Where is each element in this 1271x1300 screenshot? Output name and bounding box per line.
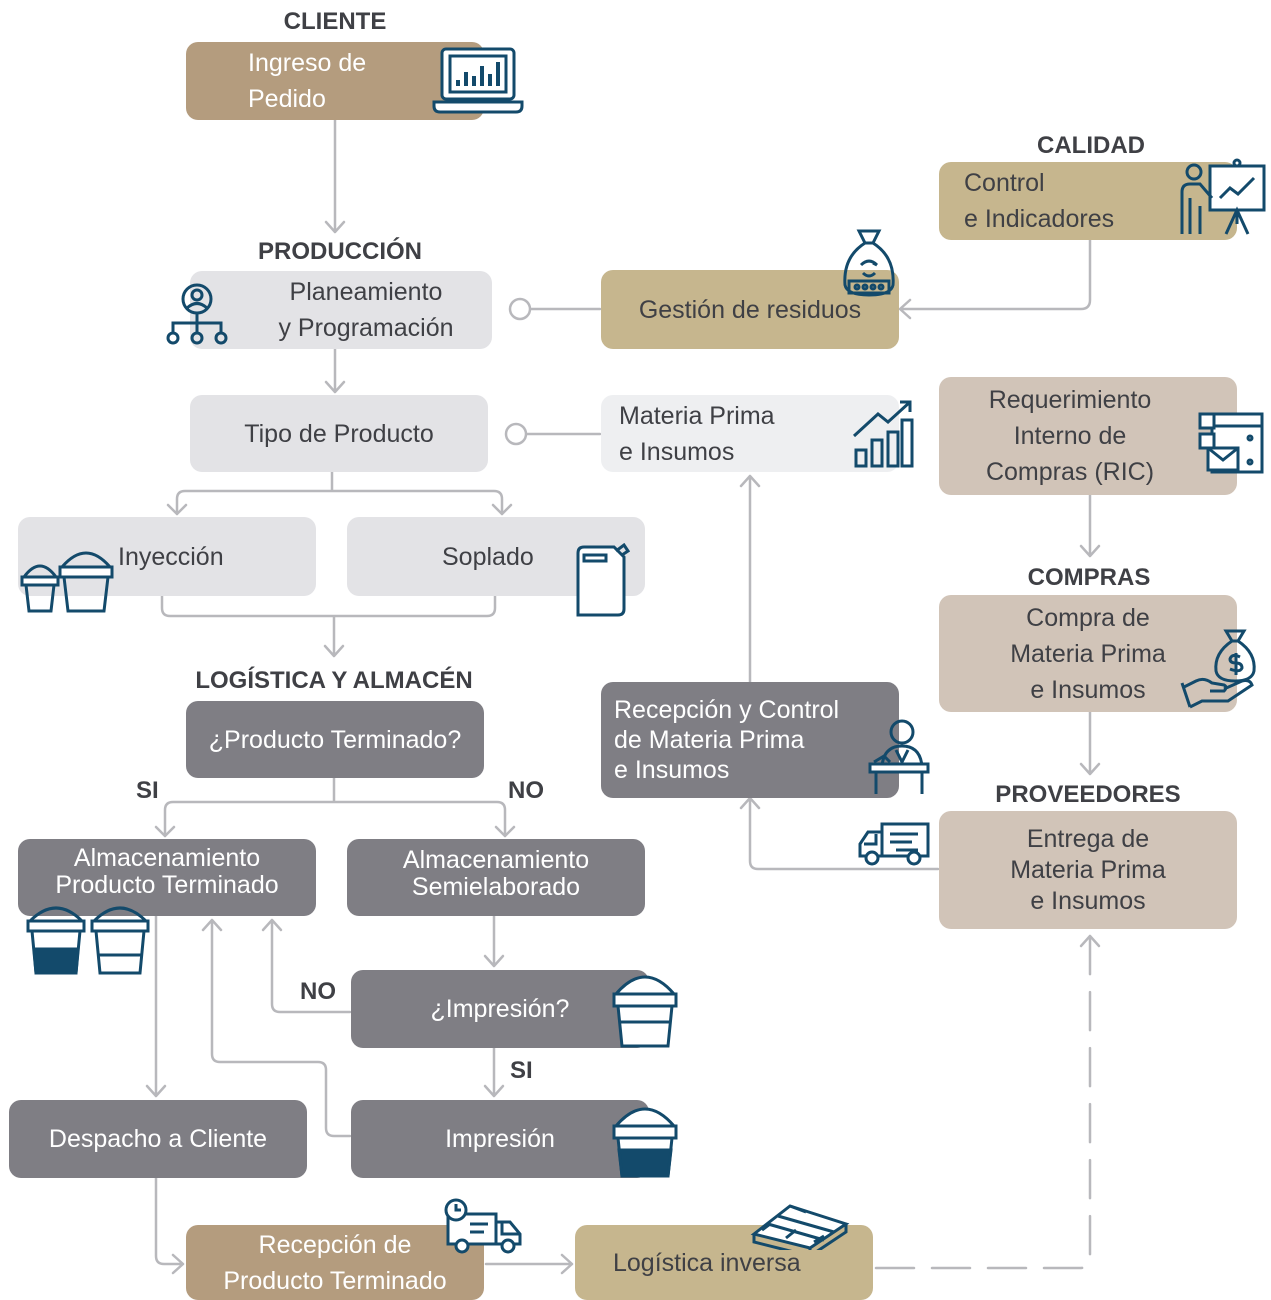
connector-inversa-entrega [874,934,1092,1270]
header-calidad: CALIDAD [1037,132,1145,159]
growth-chart-icon [850,398,916,468]
header-compras: COMPRAS [1027,564,1151,591]
box-requerimiento: Requerimiento Interno de Compras (RIC) [939,377,1237,495]
connector-impresionq-no [261,918,352,1014]
box-entrega-mp: Entrega de Materia Prima e Insumos [939,811,1237,929]
org-chart-icon [165,283,229,345]
connector-ingreso-planeamiento [324,118,346,234]
jerrycan-icon [572,543,630,617]
box-label: Gestión de residuos [638,295,862,324]
label-no-impresion: NO [300,978,336,1005]
connector-semi-impresionq [483,914,505,968]
printed-bucket-icon [612,1098,678,1180]
box-label: Ingreso de Pedido [248,49,367,113]
box-label: Almacenamiento Semielaborado [402,845,590,901]
connector-almacen-despacho [145,914,167,1098]
laptop-chart-icon [432,46,524,116]
connector-compra-entrega [1079,710,1101,776]
box-label: Compra de Materia Prima e Insumos [1010,603,1166,704]
box-tipo-producto: Tipo de Producto [190,395,488,472]
box-compra-mp: Compra de Materia Prima e Insumos [939,595,1237,712]
recycle-bag-icon [839,227,899,299]
header-produccion: PRODUCCIÓN [257,238,423,265]
connector-control-residuos [898,238,1092,320]
label-no-producto: NO [508,777,544,804]
buckets-icon [20,545,116,615]
box-label: Soplado [442,542,534,571]
box-label: ¿Producto Terminado? [208,725,462,754]
connector-node-materia [504,422,528,446]
box-label: Entrega de Materia Prima e Insumos [1010,824,1166,915]
box-label: Tipo de Producto [244,419,434,448]
connector-impresion-almacen [201,918,352,1138]
box-label: Despacho a Cliente [48,1125,268,1153]
inspector-desk-icon [868,718,930,794]
box-label: Recepción de Producto Terminado [223,1230,447,1295]
box-label: Control e Indicadores [964,169,1115,233]
box-recepcion-control: Recepción y Control de Materia Prima e I… [601,682,899,798]
box-inyeccion: Inyección [18,517,316,596]
connector-pt-split [154,776,516,838]
header-proveedores: PROVEEDORES [995,781,1181,808]
box-materia-prima: Materia Prima e Insumos [601,395,899,472]
connector-node-residuos [508,297,532,321]
filled-buckets-icon [24,899,154,977]
box-impresion-q: ¿Impresión? [351,970,649,1048]
box-almacen-pt: Almacenamiento Producto Terminado [18,839,316,916]
connector-ric-compra [1079,493,1101,558]
box-label: ¿Impresión? [430,995,570,1023]
box-recepcion-pt: Recepción de Producto Terminado [186,1225,484,1300]
connector-planeamiento-tipo [324,347,346,394]
label-si-impresion: SI [510,1057,533,1084]
box-gestion-residuos: Gestión de residuos [601,270,899,349]
connector-tipo-split [166,470,513,516]
box-label: Recepción y Control de Materia Prima e I… [614,696,840,784]
box-label: Logística inversa [613,1248,801,1277]
presentation-chart-icon [1178,158,1268,238]
header-cliente: CLIENTE [283,8,387,35]
box-label: Almacenamiento Producto Terminado [55,843,279,899]
box-label: Materia Prima e Insumos [619,401,775,466]
connector-entrega-recepcion [739,796,940,871]
header-logistica: LOGÍSTICA Y ALMACÉN [195,667,473,694]
box-producto-terminado-q: ¿Producto Terminado? [186,701,484,778]
connector-impresionq-si [483,1046,505,1098]
money-bag-hand-icon [1180,627,1260,709]
connector-despacho-recepcion [154,1176,185,1275]
box-despacho: Despacho a Cliente [9,1100,307,1178]
delivery-truck-icon [856,820,932,866]
bucket-icon [612,966,678,1050]
box-label: Inyección [118,542,224,571]
box-almacen-semi: Almacenamiento Semielaborado [347,839,645,916]
box-planeamiento: Planeamiento y Programación [190,271,492,349]
connector-recepcion-inversa [484,1253,574,1275]
clock-truck-icon [440,1198,526,1258]
connector-merge-logistica [160,594,497,658]
box-label: Impresión [445,1125,555,1153]
purchase-order-icon [1196,410,1266,476]
box-label: Requerimiento Interno de Compras (RIC) [985,386,1155,486]
pallet-icon [750,1198,850,1250]
connector-recepcion-materia [739,474,761,684]
box-impresion: Impresión [351,1100,649,1178]
label-si-producto: SI [136,777,159,804]
box-label: Planeamiento y Programación [278,278,454,342]
